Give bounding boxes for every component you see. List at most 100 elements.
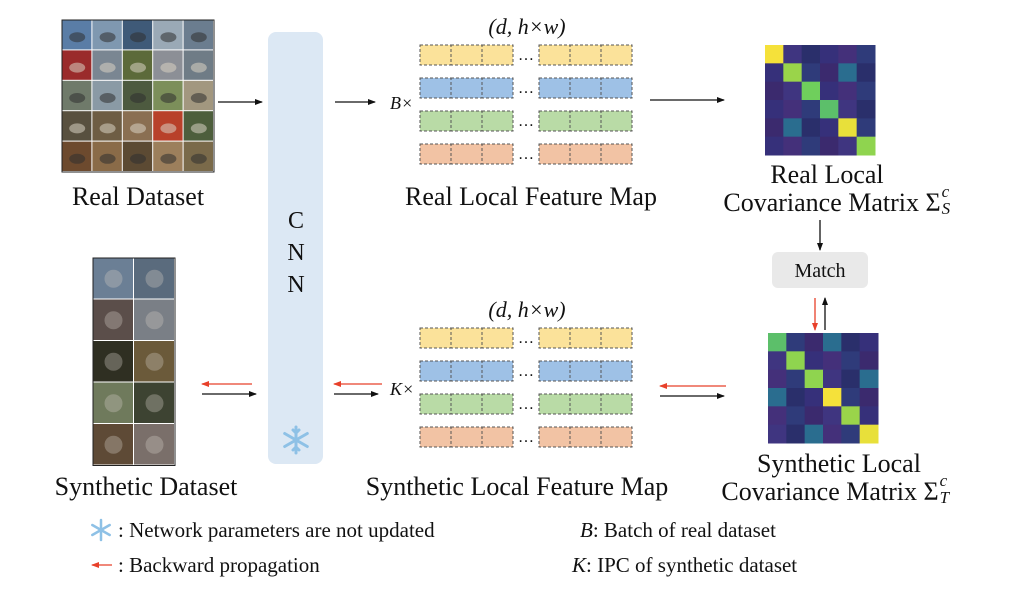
covariance-cell [765,100,784,119]
covariance-cell [856,118,876,138]
covariance-cell [823,333,842,352]
real-image-object [99,123,116,134]
real-dataset-label: Real Dataset [71,182,205,211]
covariance-cell [783,136,803,156]
match-label: Match [794,260,845,282]
feature-cell [481,426,514,448]
real-cov-sub: S [941,199,951,218]
synthetic-image-blob [145,352,164,371]
real-cov-label-line1: Real Local [770,160,884,189]
covariance-cell [783,45,803,64]
synthetic-image-tile [93,299,133,340]
real-cov-sup: c [941,182,950,201]
covariance-cell [838,100,858,119]
feature-cell [600,327,633,349]
covariance-cell [859,351,879,371]
covariance-cell [823,369,842,389]
real-feature-map: ………… [419,44,633,165]
synthetic-image-blob [104,311,123,330]
covariance-cell [768,406,787,426]
covariance-cell [804,333,824,352]
synthetic-image-blob [104,269,123,288]
covariance-cell [823,424,842,444]
covariance-cell [786,424,806,444]
feature-ellipsis: … [518,80,534,97]
covariance-cell [856,63,876,83]
covariance-cell [859,369,879,389]
synthetic-image-tile [134,382,174,423]
covariance-cell [820,63,839,83]
feature-cell [419,393,452,415]
covariance-cell [823,388,842,407]
cnn-letter-c: C [288,208,304,234]
feature-cell [569,44,602,66]
real-image-object [190,153,207,164]
covariance-cell [820,81,839,101]
cnn-block [268,32,323,464]
covariance-cell [820,100,839,119]
real-image-object [130,123,146,134]
real-image-object [130,32,146,43]
real-covariance-heatmap [765,45,876,156]
covariance-cell [801,136,821,156]
covariance-cell [783,63,803,83]
feature-cell [481,393,514,415]
covariance-cell [804,369,824,389]
legend-k-text: : IPC of synthetic dataset [586,553,798,577]
feature-cell [569,143,602,165]
feature-cell [450,360,483,382]
legend-b-text: : Batch of real dataset [592,518,776,542]
synthetic-image-blob [104,435,123,454]
synthetic-image-tile [93,424,133,465]
covariance-cell [820,136,839,156]
synthetic-covariance-heatmap [768,333,879,444]
covariance-cell [804,424,824,444]
synthetic-image-blob [145,435,164,454]
synthetic-image-tile [134,341,174,382]
real-image-object [69,62,86,73]
covariance-cell [801,118,821,138]
feature-cell [600,44,633,66]
feature-ellipsis: … [518,396,534,413]
feature-cell [481,110,514,132]
feature-cell [538,77,571,99]
feature-ellipsis: … [518,429,534,446]
real-feature-map-label: Real Local Feature Map [405,182,657,211]
feature-ellipsis: … [518,146,534,163]
feature-cell [419,110,452,132]
feature-cell [419,77,452,99]
synthetic-image-blob [145,269,164,288]
feature-ellipsis: … [518,47,534,64]
synthetic-cov-sup: c [939,471,948,490]
synthetic-image-tile [134,299,174,340]
feature-cell [481,77,514,99]
real-image-object [69,93,86,103]
legend-b-entry: B: Batch of real dataset [580,518,776,543]
covariance-cell [786,333,806,352]
real-grid-border [61,19,215,173]
real-image-object [190,93,207,103]
feature-cell [419,327,452,349]
feature-cell [600,110,633,132]
real-image-object [160,93,177,103]
synthetic-grid-border [92,257,176,466]
feature-cell [450,44,483,66]
synthetic-image-tile [93,341,133,382]
feature-cell [569,426,602,448]
synthetic-image-blob [145,311,164,330]
feature-cell [569,360,602,382]
legend-k-symbol: K [572,553,587,577]
real-image-object [69,153,86,164]
real-image-object [160,123,177,134]
covariance-cell [801,100,821,119]
feature-cell [419,44,452,66]
synthetic-image-blob [104,352,123,371]
covariance-cell [783,100,803,119]
covariance-cell [786,351,806,371]
covariance-cell [768,369,787,389]
covariance-cell [765,136,784,156]
covariance-cell [801,63,821,83]
synthetic-image-tile [93,258,133,299]
feature-cell [569,327,602,349]
